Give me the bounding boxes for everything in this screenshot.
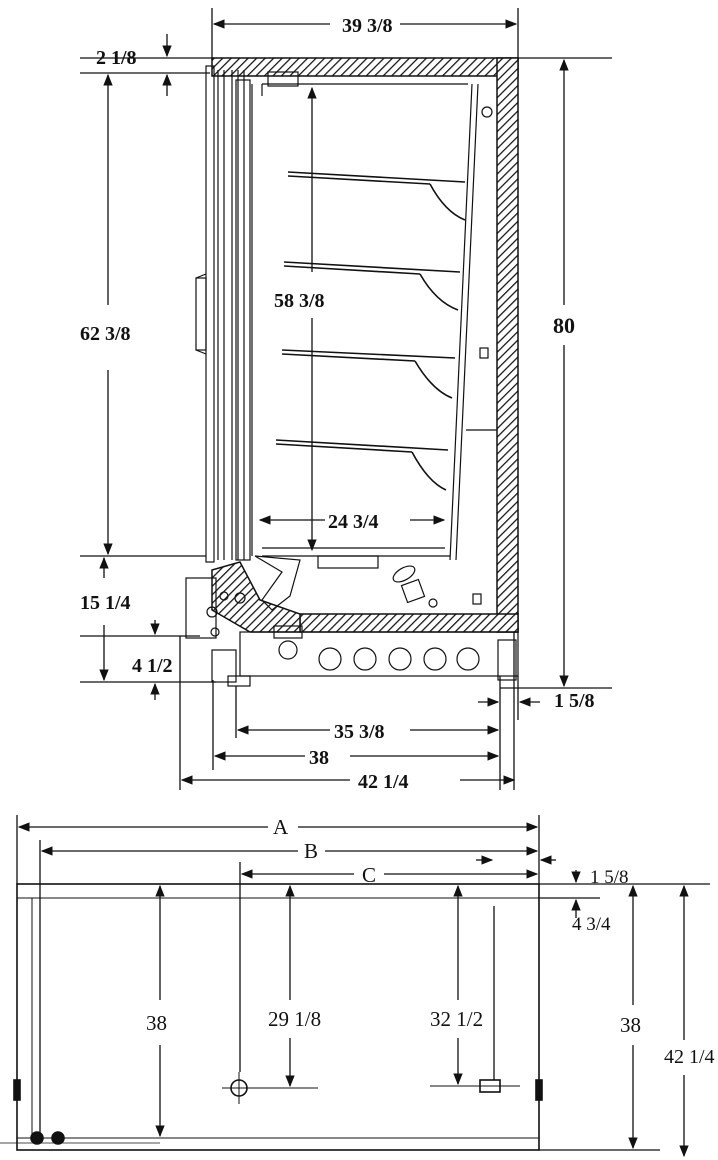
label-dim-c: C xyxy=(362,863,376,887)
label-base-depth-b: 38 xyxy=(309,747,329,769)
side-section-view: 39 3/8 2 1/8 62 3/8 58 3/8 80 24 3/4 15 … xyxy=(80,8,612,793)
caster xyxy=(51,1131,65,1145)
label-door-height: 62 3/8 xyxy=(80,323,131,345)
shelf xyxy=(287,171,466,221)
drain-fitting xyxy=(278,640,298,660)
vent-hole xyxy=(456,647,480,671)
label-rear-offset: 1 5/8 xyxy=(554,690,595,712)
label-depth-right: 38 xyxy=(620,1013,641,1037)
front-bottom-wall xyxy=(211,561,301,633)
label-depth-left: 38 xyxy=(146,1011,167,1035)
label-dim-a: A xyxy=(273,815,289,839)
label-overall-width: 39 3/8 xyxy=(342,15,393,37)
fan-motor xyxy=(400,578,426,604)
caster xyxy=(30,1131,44,1145)
shelf xyxy=(275,439,449,491)
label-drain-depth: 29 1/8 xyxy=(268,1007,321,1031)
label-plan-rear-offset: 1 5/8 xyxy=(590,867,629,888)
shelf xyxy=(283,261,461,311)
vent-hole xyxy=(353,647,377,671)
cabinet-walls xyxy=(211,57,519,633)
label-overall-depth: 42 1/4 xyxy=(358,771,409,793)
base-machinery xyxy=(185,555,519,687)
label-kick-height: 4 1/2 xyxy=(132,655,173,677)
glass-door xyxy=(195,65,251,563)
label-interior-height: 58 3/8 xyxy=(274,290,325,312)
label-top-thickness: 2 1/8 xyxy=(96,47,137,69)
vent-hole xyxy=(423,647,447,671)
top-wall xyxy=(211,57,519,77)
label-base-depth-a: 35 3/8 xyxy=(334,721,385,743)
shelf xyxy=(281,349,456,399)
interior-liner xyxy=(251,71,497,605)
label-plan-overall-depth: 42 1/4 xyxy=(664,1046,715,1068)
label-base-height: 15 1/4 xyxy=(80,592,131,614)
label-conn-depth: 32 1/2 xyxy=(430,1007,483,1031)
bottom-wall xyxy=(299,613,519,633)
door-handle xyxy=(195,277,207,351)
label-overall-height: 80 xyxy=(553,313,575,338)
label-side-offset: 4 3/4 xyxy=(572,914,611,935)
plan-outline xyxy=(0,883,543,1151)
plan-view: A B C 1 5/8 4 3/4 38 29 1/8 32 1/2 38 42… xyxy=(0,815,715,1158)
vent-hole xyxy=(318,647,342,671)
side-dimension-lines xyxy=(80,8,612,790)
base-rail xyxy=(239,631,519,677)
shelves xyxy=(275,171,466,491)
cabinet-footprint xyxy=(16,883,540,1151)
vent-hole xyxy=(388,647,412,671)
rear-wall xyxy=(496,57,519,633)
plan-dimension-lines xyxy=(16,815,710,1158)
label-dim-b: B xyxy=(304,839,318,863)
label-interior-depth: 24 3/4 xyxy=(328,511,379,533)
